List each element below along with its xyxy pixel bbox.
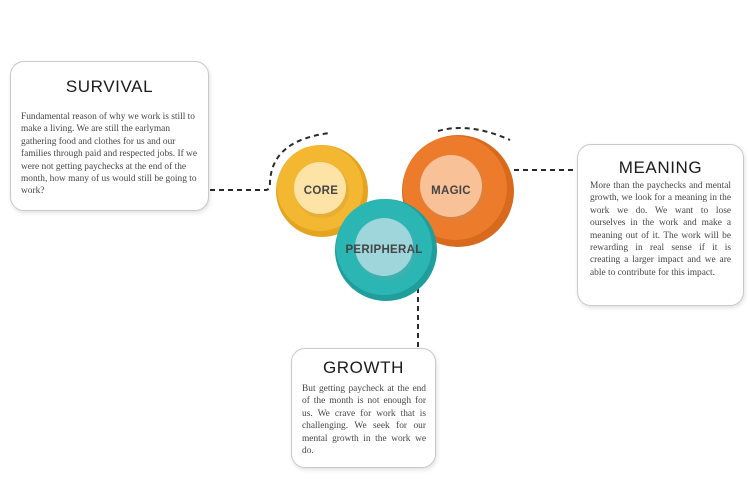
- growth-text: But getting paycheck at the end of the m…: [302, 384, 426, 457]
- core-label: CORE: [304, 185, 338, 197]
- survival-text: Fundamental reason of why we work is sti…: [21, 112, 197, 197]
- meaning-text: More than the paychecks and mental growt…: [590, 181, 731, 278]
- meaning-title: MEANING: [618, 158, 703, 177]
- peripheral-circle: PERIPHERAL: [335, 199, 437, 301]
- peripheral-label: PERIPHERAL: [345, 244, 422, 256]
- growth-title: GROWTH: [322, 358, 405, 377]
- growth-card: GROWTH But getting paycheck at the end o…: [291, 348, 436, 468]
- survival-title: SURVIVAL: [65, 77, 154, 96]
- magic-label: MAGIC: [431, 185, 471, 197]
- core-circle: CORE: [276, 145, 368, 237]
- survival-card: SURVIVAL Fundamental reason of why we wo…: [10, 61, 209, 211]
- meaning-card: MEANING More than the paychecks and ment…: [577, 144, 744, 306]
- magic-circle: MAGIC: [402, 135, 514, 247]
- connector-survival: [210, 132, 331, 191]
- connector-meaning: [437, 127, 511, 141]
